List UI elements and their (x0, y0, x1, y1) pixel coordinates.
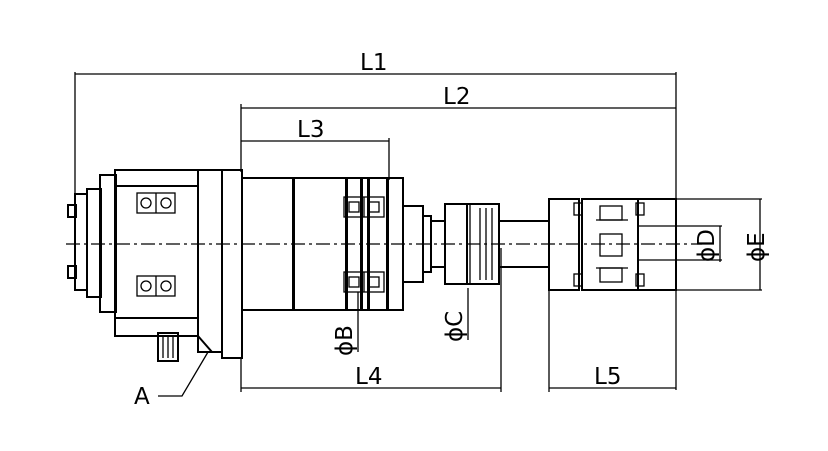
dim-label-l2: L2 (443, 84, 470, 110)
dimension-labels: L1 L2 L3 L4 L5 ϕB ϕC ϕD ϕE A (134, 50, 770, 410)
dim-label-dia-b: ϕB (332, 325, 358, 356)
dim-label-l5: L5 (594, 364, 621, 390)
tool-body (67, 169, 677, 362)
dim-label-l1: L1 (360, 50, 387, 76)
dim-label-dia-e: ϕE (744, 232, 770, 262)
dim-label-l4: L4 (355, 364, 382, 390)
dim-label-dia-d: ϕD (694, 229, 720, 262)
callout-label-a: A (134, 384, 150, 410)
dim-label-dia-c: ϕC (442, 311, 468, 342)
dimension-lines (74, 72, 762, 397)
dim-label-l3: L3 (297, 117, 324, 143)
